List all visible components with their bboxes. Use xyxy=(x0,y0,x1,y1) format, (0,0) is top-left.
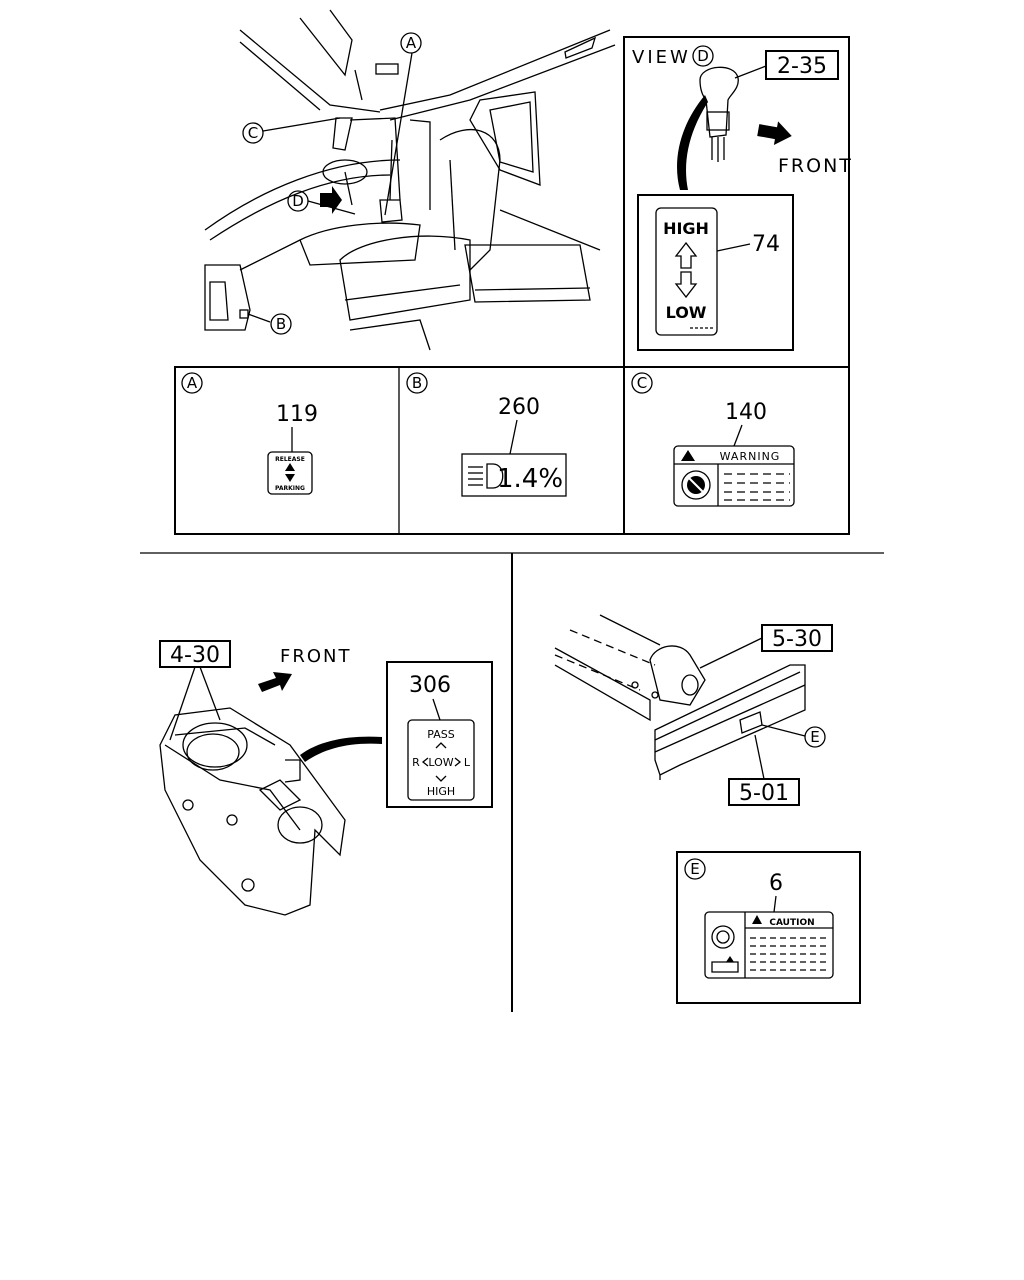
label-74-decal xyxy=(655,207,718,336)
callout-140: 140 xyxy=(725,400,767,425)
detail-panels-frame xyxy=(174,366,850,535)
shift-knob-illustration xyxy=(677,66,739,190)
label-6-caution: CAUTION xyxy=(769,918,814,928)
view-d-ref-box xyxy=(765,50,839,80)
overview-marker-c: C xyxy=(242,122,264,144)
label-306-l: L xyxy=(464,756,471,769)
detail-panel-a: A 119 RELEASE PARKING xyxy=(181,372,318,495)
label-306-decal xyxy=(407,719,475,801)
label-140-warning: WARNING xyxy=(720,450,781,463)
caret-down-icon xyxy=(435,775,447,782)
callout-6: 6 xyxy=(769,871,783,896)
view-d-ref-number: 2-35 xyxy=(777,54,827,79)
overview-marker-b: B xyxy=(270,313,292,335)
svg-text:A: A xyxy=(406,34,417,52)
frame-rail-illustration xyxy=(554,614,806,780)
svg-text:E: E xyxy=(690,860,699,878)
view-d-letter-marker: D xyxy=(692,45,714,67)
up-arrow-icon xyxy=(674,241,698,269)
front-arrow-icon xyxy=(757,121,792,145)
detail-e-frame xyxy=(676,851,861,1004)
label-306-high: HIGH xyxy=(427,785,455,798)
callout-260: 260 xyxy=(498,395,540,420)
label-306-r: R xyxy=(412,756,420,769)
ref-number-5-30: 5-30 xyxy=(772,627,822,652)
callout-306: 306 xyxy=(409,673,451,698)
cab-interior-illustration xyxy=(204,9,616,351)
detail-e-letter-marker: E xyxy=(684,858,706,880)
prohibition-icon xyxy=(681,470,711,500)
label-306-frame xyxy=(386,661,493,808)
svg-text:C: C xyxy=(637,374,647,392)
callout-119: 119 xyxy=(276,402,318,427)
view-d-title: VIEW xyxy=(632,47,691,68)
caret-left-icon xyxy=(421,757,429,767)
dial-icon xyxy=(711,925,735,949)
caution-triangle-icon xyxy=(752,915,762,924)
label-74-high: HIGH xyxy=(663,219,709,238)
overview-leaders xyxy=(247,52,413,323)
up-triangle-icon xyxy=(285,463,295,471)
caret-right-icon xyxy=(454,757,462,767)
column-switch-illustration xyxy=(159,707,382,916)
label-74-low: LOW xyxy=(666,303,707,322)
label-140-decal xyxy=(673,445,795,507)
ref-number-5-01: 5-01 xyxy=(739,781,789,806)
svg-text:B: B xyxy=(276,315,286,333)
svg-text:D: D xyxy=(697,47,709,65)
down-arrow-icon xyxy=(674,271,698,299)
label-119-decal xyxy=(267,451,313,495)
view-d-front-label: FRONT xyxy=(778,155,853,177)
overview-marker-a: A xyxy=(400,32,422,54)
overview-marker-d: D xyxy=(287,190,309,212)
ref-number-4-30: 4-30 xyxy=(170,643,220,668)
label-306-low: LOW xyxy=(428,756,453,769)
marker-e: E xyxy=(804,726,826,748)
down-triangle-icon xyxy=(285,474,295,482)
front-arrow-icon-lower xyxy=(258,672,292,692)
headlamp-icon xyxy=(468,463,504,489)
svg-text:C: C xyxy=(248,124,258,142)
label-74-frame xyxy=(637,194,794,351)
detail-panel-c: C 140 WARNING xyxy=(631,372,795,507)
caret-up-icon xyxy=(435,742,447,749)
svg-text:B: B xyxy=(412,374,422,392)
lower-left-front-label: FRONT xyxy=(280,646,352,667)
label-260-decal xyxy=(461,453,567,497)
warning-triangle-icon xyxy=(681,450,695,461)
detail-panel-b: B 260 1.4% xyxy=(406,372,567,497)
svg-text:A: A xyxy=(187,374,198,392)
callout-74: 74 xyxy=(752,232,780,257)
label-306-pass: PASS xyxy=(427,728,454,741)
label-6-decal xyxy=(704,911,834,979)
label-119-parking: PARKING xyxy=(275,485,305,492)
svg-text:D: D xyxy=(292,192,304,210)
svg-text:E: E xyxy=(810,728,819,746)
label-119-release: RELEASE xyxy=(275,456,305,463)
label-260-value: 1.4% xyxy=(497,464,563,494)
